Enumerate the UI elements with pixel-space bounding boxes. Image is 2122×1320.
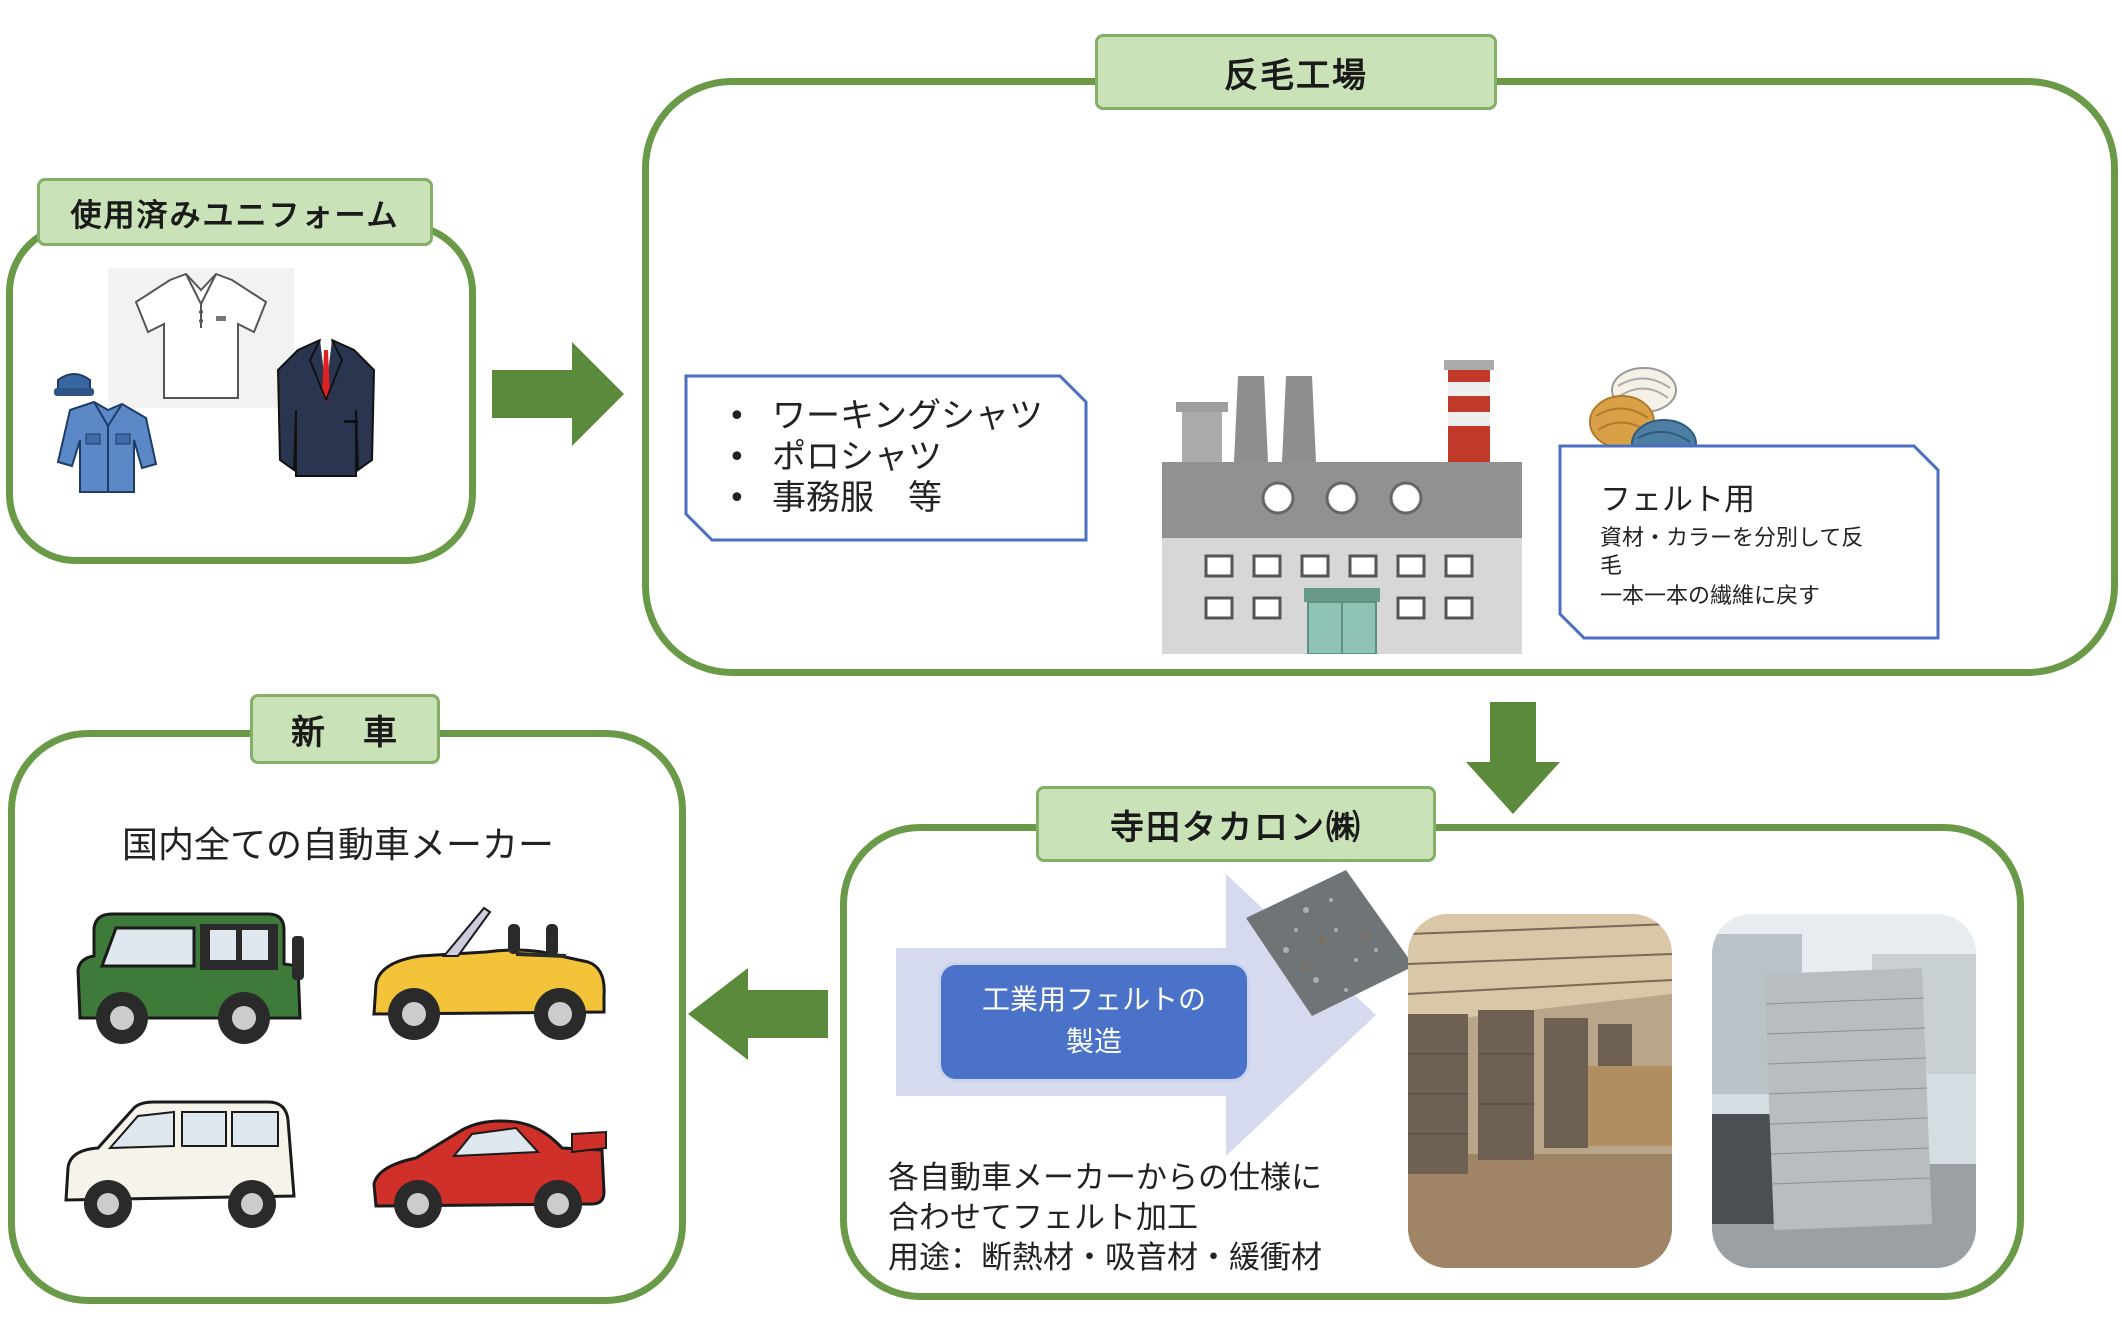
felt-callout-desc-1: 資材・カラーを分別して反	[1600, 526, 1864, 551]
white-minivan-image	[64, 1100, 296, 1228]
felt-callout-desc-3: 一本一本の繊維に戻す	[1600, 584, 1821, 609]
terada-desc-3: 用途：断熱材・吸音材・緩衝材	[888, 1240, 1322, 1276]
new-car-title: 新 車	[250, 694, 440, 764]
felt-callout-desc-2: 毛	[1600, 554, 1623, 579]
terada-desc-1: 各自動車メーカーからの仕様に	[888, 1160, 1322, 1196]
arrow-left	[688, 968, 828, 1060]
felt-callout: フェルト用 資材・カラーを分別して反 毛 一本一本の繊維に戻す	[1558, 444, 1940, 640]
felt-stack-photo	[1712, 914, 1976, 1268]
business-suit-image	[276, 338, 376, 477]
terada-desc-2: 合わせてフェルト加工	[888, 1200, 1198, 1236]
arrow-right	[492, 342, 624, 446]
felt-production-label-1: 工業用フェルトの	[981, 983, 1206, 1016]
used-uniform-title: 使用済みユニフォーム	[37, 178, 433, 246]
garment-item: ポロシャツ	[724, 437, 1043, 478]
felt-callout-title: フェルト用	[1600, 482, 1755, 518]
new-car-subtitle: 国内全ての自動車メーカー	[122, 825, 555, 866]
garment-list: ワーキングシャツ ポロシャツ 事務服 等	[724, 396, 1043, 519]
green-suv-image	[76, 912, 304, 1044]
red-sports-car-image	[372, 1119, 607, 1228]
felt-production-label-2: 製造	[1065, 1025, 1122, 1058]
garment-item: ワーキングシャツ	[724, 396, 1043, 437]
terada-title: 寺田タカロン㈱	[1036, 786, 1436, 862]
arrow-down	[1466, 702, 1560, 814]
felt-warehouse-photo	[1408, 914, 1672, 1268]
work-jacket-image	[54, 373, 158, 493]
yellow-convertible-image	[372, 906, 606, 1040]
felt-texture-image	[1246, 870, 1414, 1016]
polo-shirt-image	[108, 268, 294, 408]
felt-production-box: 工業用フェルトの 製造	[938, 962, 1250, 1082]
factory-title: 反毛工場	[1095, 34, 1497, 110]
garment-list-callout: ワーキングシャツ ポロシャツ 事務服 等	[684, 374, 1088, 542]
factory-building-image	[1162, 360, 1522, 654]
garment-item: 事務服 等	[724, 478, 1043, 519]
